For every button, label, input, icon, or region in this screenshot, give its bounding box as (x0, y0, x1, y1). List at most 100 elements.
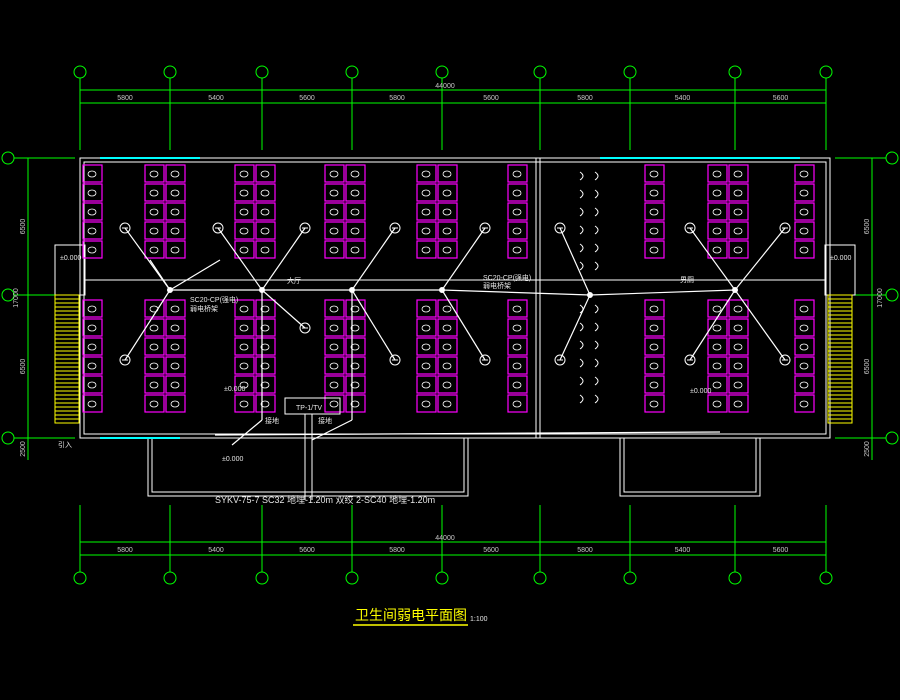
toilet-fixture (149, 343, 159, 351)
urinal (579, 243, 584, 253)
stall-bottom (82, 318, 103, 337)
stall-bottom (324, 318, 345, 337)
toilet-fixture (712, 227, 722, 235)
speaker-device (554, 354, 566, 366)
toilet-fixture (329, 381, 339, 389)
stall-bottom (345, 356, 366, 375)
stall-bottom (507, 394, 528, 413)
toilet-fixture (442, 324, 452, 332)
dim-span-right: 6500 (864, 219, 871, 235)
stall-bottom (345, 318, 366, 337)
cable-note-left-sub: 弱电桥架 (190, 304, 218, 313)
urinal (579, 322, 584, 332)
axis-bubble-top (533, 65, 547, 79)
stall-bottom (255, 299, 276, 318)
stall-bottom (345, 394, 366, 413)
stall-bottom (165, 299, 186, 318)
stall-top (437, 221, 458, 240)
stall-top (255, 202, 276, 221)
stall-bottom (437, 375, 458, 394)
toilet-fixture (239, 362, 249, 370)
stall-top (644, 221, 665, 240)
stall-bottom (165, 394, 186, 413)
stall-top (437, 202, 458, 221)
toilet-fixture (649, 246, 659, 254)
toilet-fixture (799, 381, 809, 389)
urinal (594, 225, 599, 235)
stall-top (234, 183, 255, 202)
stall-bottom (416, 356, 437, 375)
toilet-fixture (149, 170, 159, 178)
axis-bubble-top (255, 65, 269, 79)
toilet-fixture (421, 343, 431, 351)
urinal (594, 171, 599, 181)
stall-bottom (416, 337, 437, 356)
urinal (594, 376, 599, 386)
toilet-fixture (329, 246, 339, 254)
stall-top (794, 202, 815, 221)
toilet-fixture (442, 170, 452, 178)
stall-top (82, 164, 103, 183)
toilet-fixture (712, 170, 722, 178)
toilet-fixture (329, 400, 339, 408)
dim-span-bottom: 5600 (299, 547, 315, 554)
speaker-device (299, 322, 311, 334)
urinal (579, 394, 584, 404)
dim-span-top: 5400 (675, 95, 691, 102)
stall-top (165, 183, 186, 202)
toilet-fixture (260, 246, 270, 254)
stall-bottom (144, 318, 165, 337)
stall-bottom (144, 356, 165, 375)
stall-top (507, 240, 528, 259)
toilet-fixture (442, 305, 452, 313)
stall-bottom (437, 356, 458, 375)
toilet-fixture (799, 246, 809, 254)
windows (100, 157, 800, 439)
toilet-fixture (87, 305, 97, 313)
stall-bottom (234, 299, 255, 318)
stall-bottom (82, 299, 103, 318)
toilet-fixture (329, 227, 339, 235)
toilet-fixture (649, 227, 659, 235)
speaker-device (212, 222, 224, 234)
urinal (594, 358, 599, 368)
stall-top (234, 240, 255, 259)
dim-span-bottom: 5800 (577, 547, 593, 554)
toilet-fixture (87, 343, 97, 351)
stall-bottom (794, 299, 815, 318)
toilet-fixture (733, 362, 743, 370)
toilet-fixture (170, 362, 180, 370)
toilet-fixture (149, 324, 159, 332)
toilet-fixture (442, 381, 452, 389)
stall-bottom (437, 299, 458, 318)
junction-node (439, 287, 445, 293)
dim-span-top: 5600 (299, 95, 315, 102)
toilet-fixture (733, 305, 743, 313)
toilet-fixture (87, 324, 97, 332)
urinal (579, 340, 584, 350)
toilet-fixture (170, 227, 180, 235)
toilet-fixture (512, 246, 522, 254)
toilet-fixture (733, 246, 743, 254)
toilet-fixture (260, 208, 270, 216)
elevation-3: ±0.000 (224, 386, 245, 393)
toilet-fixture (149, 381, 159, 389)
stall-top (644, 164, 665, 183)
toilet-fixture (239, 324, 249, 332)
elevation-5: ±0.000 (222, 456, 243, 463)
toilet-fixture (239, 170, 249, 178)
toilet-fixture (712, 208, 722, 216)
dim-span-bottom: 5800 (117, 547, 133, 554)
axis-bubble-bottom (345, 571, 359, 585)
toilet-fixture (350, 246, 360, 254)
toilet-fixture (712, 324, 722, 332)
toilet-fixture (87, 189, 97, 197)
dim-span-top: 5800 (389, 95, 405, 102)
dim-overall-right: 17000 (877, 288, 884, 308)
toilet-fixture (421, 170, 431, 178)
toilet-fixture (87, 227, 97, 235)
stall-top (507, 202, 528, 221)
toilet-fixture (260, 362, 270, 370)
axis-bubble-top (435, 65, 449, 79)
